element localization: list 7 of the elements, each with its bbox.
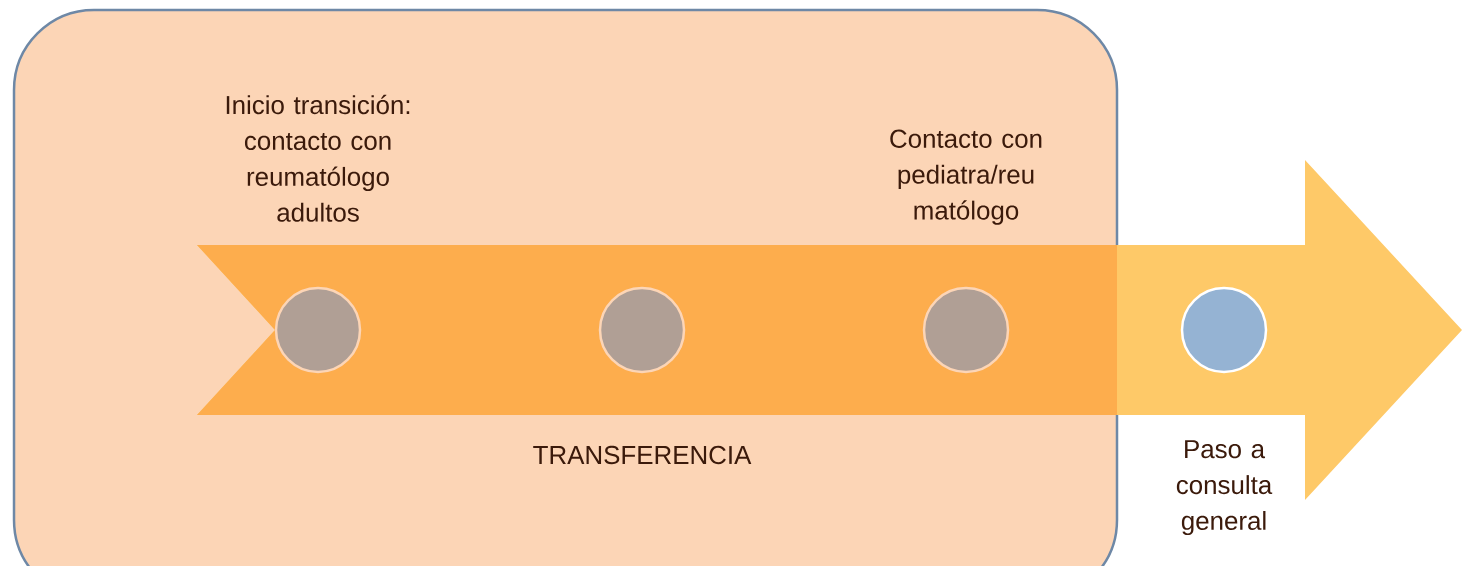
caption-text: Contacto con pediatra/reu matólogo	[890, 129, 1042, 225]
circle-marker	[598, 286, 686, 374]
caption-text: Paso a consulta general	[1176, 440, 1273, 536]
circle-marker	[1180, 286, 1268, 374]
circle-marker	[274, 286, 362, 374]
circle-marker	[922, 286, 1010, 374]
caption-text: Inicio transición: contacto con reumatólogo adultos	[226, 94, 410, 222]
